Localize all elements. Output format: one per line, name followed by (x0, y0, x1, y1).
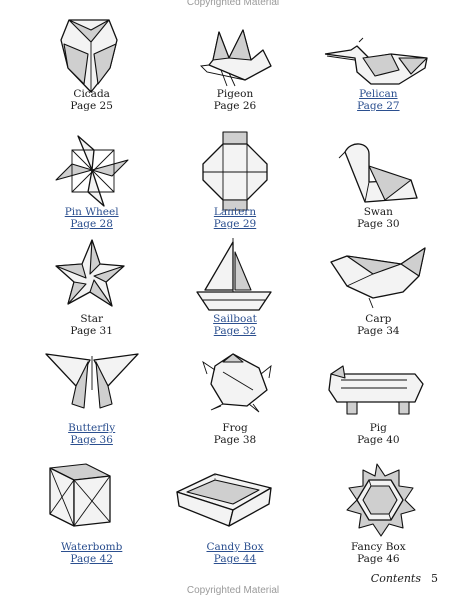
model-caption: Lantern Page 29 (163, 206, 306, 230)
model-name: Star (80, 313, 104, 325)
frog-icon (202, 353, 272, 413)
model-caption: Swan Page 30 (307, 206, 450, 230)
model-page[interactable]: Page 28 (70, 218, 113, 230)
swan-icon (338, 143, 418, 203)
butterfly-icon (45, 353, 139, 409)
model-page: Page 40 (357, 434, 400, 446)
model-name[interactable]: Waterbomb (61, 541, 123, 553)
star-icon (55, 239, 125, 307)
model-cell-waterbomb[interactable]: Waterbomb Page 42 (20, 458, 163, 570)
model-cell-pin-wheel[interactable]: Pin Wheel Page 28 (20, 122, 163, 234)
model-caption: Candy Box Page 44 (163, 541, 306, 565)
model-name: Frog (222, 422, 248, 434)
model-page: Page 26 (213, 100, 257, 112)
waterbomb-icon (49, 463, 111, 527)
model-name[interactable]: Butterfly (68, 422, 116, 434)
model-cell-butterfly[interactable]: Butterfly Page 36 (20, 346, 163, 458)
model-cell-pigeon: Pigeon Page 26 (163, 10, 306, 122)
model-name: Swan (363, 206, 393, 218)
model-index-grid: Cicada Page 25 Pigeon Page 26 Pelican P (20, 10, 450, 570)
carp-icon (330, 247, 426, 309)
watermark-top: Copyrighted Material (186, 0, 280, 8)
model-page: Page 38 (213, 434, 257, 446)
model-caption: Cicada Page 25 (20, 88, 163, 112)
model-caption: Carp Page 34 (307, 313, 450, 337)
model-name: Pig (369, 422, 387, 434)
model-name: Fancy Box (350, 541, 406, 553)
model-cell-cicada: Cicada Page 25 (20, 10, 163, 122)
model-cell-pig: Pig Page 40 (307, 346, 450, 458)
model-name: Cicada (73, 88, 110, 100)
model-page[interactable]: Page 44 (213, 553, 257, 565)
model-page[interactable]: Page 42 (70, 553, 113, 565)
pinwheel-icon (55, 135, 129, 207)
page-footer: Contents 5 (371, 572, 438, 585)
sailboat-icon (196, 238, 272, 311)
model-name: Carp (365, 313, 392, 325)
fancy-box-icon (346, 463, 416, 537)
model-page: Page 31 (70, 325, 113, 337)
footer-page-number: 5 (431, 572, 438, 585)
model-page[interactable]: Page 29 (213, 218, 257, 230)
model-cell-fancy-box: Fancy Box Page 46 (307, 458, 450, 570)
model-caption: Waterbomb Page 42 (20, 541, 163, 565)
model-name[interactable]: Lantern (213, 206, 257, 218)
model-caption: Butterfly Page 36 (20, 422, 163, 446)
model-name: Pigeon (216, 88, 254, 100)
model-caption: Fancy Box Page 46 (307, 541, 450, 565)
model-page: Page 34 (357, 325, 400, 337)
model-name[interactable]: Pin Wheel (64, 206, 119, 218)
model-caption: Sailboat Page 32 (163, 313, 306, 337)
candy-box-icon (176, 473, 272, 527)
model-name[interactable]: Sailboat (213, 313, 257, 325)
lantern-icon (202, 131, 268, 211)
model-caption: Frog Page 38 (163, 422, 306, 446)
model-page[interactable]: Page 36 (70, 434, 113, 446)
model-caption: Pigeon Page 26 (163, 88, 306, 112)
model-caption: Star Page 31 (20, 313, 163, 337)
model-cell-star: Star Page 31 (20, 234, 163, 346)
watermark-bottom: Copyrighted Material (186, 585, 280, 596)
model-cell-pelican[interactable]: Pelican Page 27 (307, 10, 450, 122)
model-page: Page 25 (70, 100, 113, 112)
model-page[interactable]: Page 32 (213, 325, 257, 337)
model-page[interactable]: Page 27 (357, 100, 400, 112)
model-page: Page 30 (357, 218, 400, 230)
pelican-icon (324, 37, 428, 85)
cicada-icon (60, 19, 118, 93)
model-cell-sailboat[interactable]: Sailboat Page 32 (163, 234, 306, 346)
model-cell-frog: Frog Page 38 (163, 346, 306, 458)
model-cell-carp: Carp Page 34 (307, 234, 450, 346)
pigeon-icon (200, 29, 272, 87)
model-page: Page 46 (357, 553, 400, 565)
pig-icon (328, 365, 424, 415)
model-name[interactable]: Pelican (359, 88, 398, 100)
model-cell-swan: Swan Page 30 (307, 122, 450, 234)
model-cell-lantern[interactable]: Lantern Page 29 (163, 122, 306, 234)
model-cell-candy-box[interactable]: Candy Box Page 44 (163, 458, 306, 570)
model-caption: Pin Wheel Page 28 (20, 206, 163, 230)
model-name[interactable]: Candy Box (206, 541, 264, 553)
footer-section-title: Contents (370, 572, 421, 585)
model-caption: Pig Page 40 (307, 422, 450, 446)
model-caption: Pelican Page 27 (307, 88, 450, 112)
